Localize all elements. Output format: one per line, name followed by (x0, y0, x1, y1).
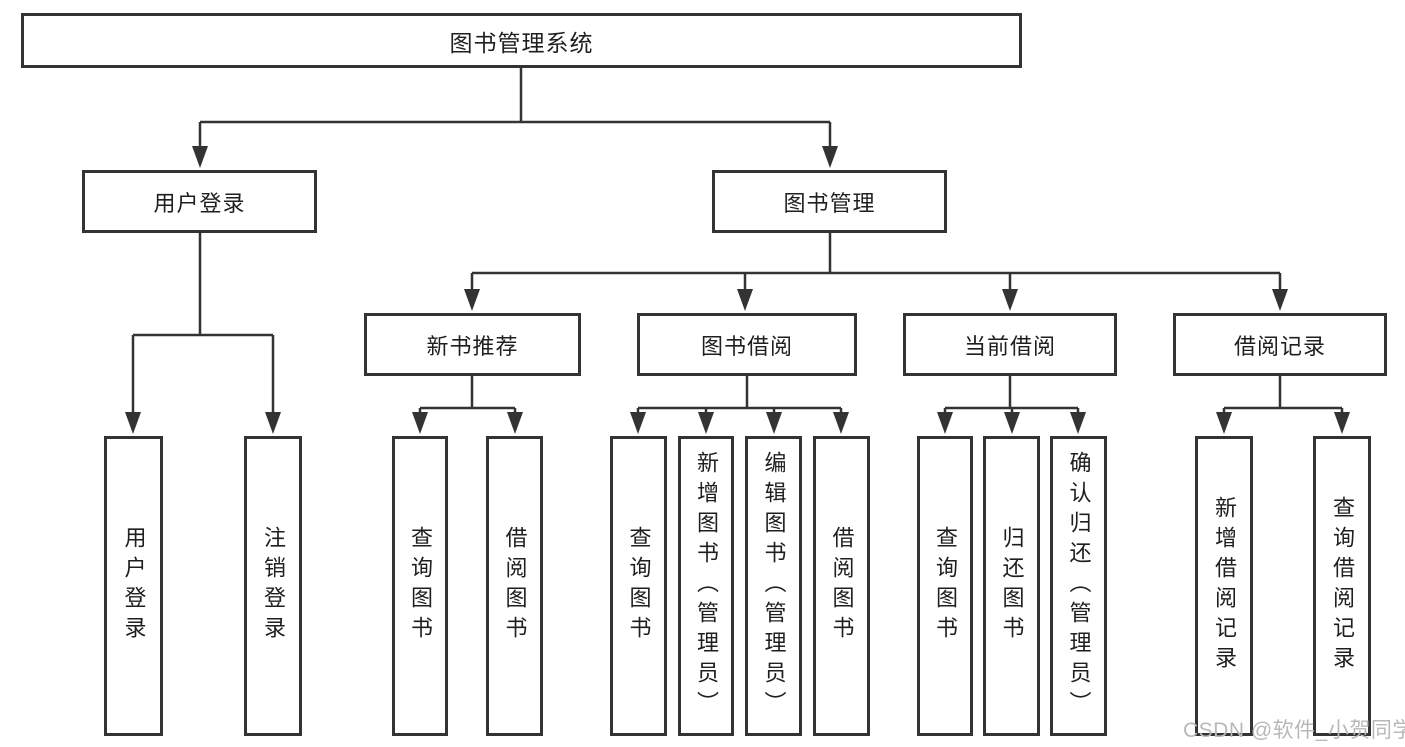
leaf-add-book-admin-label: 新增图书（管理员） (694, 451, 719, 721)
leaf-add-borrow-record-label: 新增借阅记录 (1212, 496, 1237, 676)
leaf-edit-book-admin: 编辑图书（管理员） (745, 436, 802, 736)
leaf-borrow-query-book-label: 查询图书 (626, 526, 652, 646)
leaf-confirm-return-admin: 确认归还（管理员） (1050, 436, 1107, 736)
arrowhead-icons (125, 146, 1350, 434)
node-user-login-label: 用户登录 (153, 190, 246, 216)
leaf-confirm-return-admin-label: 确认归还（管理员） (1066, 451, 1092, 721)
node-new-book-recommend: 新书推荐 (364, 313, 581, 376)
node-current-borrow: 当前借阅 (903, 313, 1117, 376)
leaf-borrow-query-book: 查询图书 (610, 436, 667, 736)
leaf-current-query-book-label: 查询图书 (933, 526, 958, 646)
leaf-recommend-borrow-book-label: 借阅图书 (502, 526, 528, 646)
node-user-login: 用户登录 (82, 170, 317, 233)
leaf-borrow-borrow-book: 借阅图书 (813, 436, 870, 736)
leaf-recommend-borrow-book: 借阅图书 (486, 436, 543, 736)
node-current-borrow-label: 当前借阅 (963, 333, 1056, 359)
node-book-borrow: 图书借阅 (637, 313, 857, 376)
leaf-user-login: 用户登录 (104, 436, 163, 736)
node-root: 图书管理系统 (21, 13, 1022, 68)
leaf-borrow-borrow-book-label: 借阅图书 (829, 526, 855, 646)
node-book-borrow-label: 图书借阅 (700, 333, 793, 359)
leaf-current-query-book: 查询图书 (917, 436, 973, 736)
node-new-book-recommend-label: 新书推荐 (426, 333, 519, 359)
leaf-logout-label: 注销登录 (261, 526, 286, 646)
leaf-return-book: 归还图书 (983, 436, 1040, 736)
leaf-user-login-label: 用户登录 (121, 526, 147, 646)
node-root-label: 图书管理系统 (449, 29, 594, 56)
node-borrow-records-label: 借阅记录 (1233, 333, 1326, 359)
node-borrow-records: 借阅记录 (1173, 313, 1387, 376)
node-book-management: 图书管理 (712, 170, 947, 233)
leaf-recommend-query-book: 查询图书 (392, 436, 448, 736)
csdn-watermark: CSDN @软件_小贺同学 (1183, 719, 1405, 742)
node-book-management-label: 图书管理 (783, 190, 876, 216)
leaf-return-book-label: 归还图书 (999, 526, 1025, 646)
leaf-logout: 注销登录 (244, 436, 302, 736)
leaf-query-borrow-record: 查询借阅记录 (1313, 436, 1371, 736)
leaf-query-borrow-record-label: 查询借阅记录 (1330, 496, 1355, 676)
leaf-add-borrow-record: 新增借阅记录 (1195, 436, 1253, 736)
leaf-edit-book-admin-label: 编辑图书（管理员） (761, 451, 787, 721)
leaf-recommend-query-book-label: 查询图书 (408, 526, 433, 646)
leaf-add-book-admin: 新增图书（管理员） (678, 436, 734, 736)
